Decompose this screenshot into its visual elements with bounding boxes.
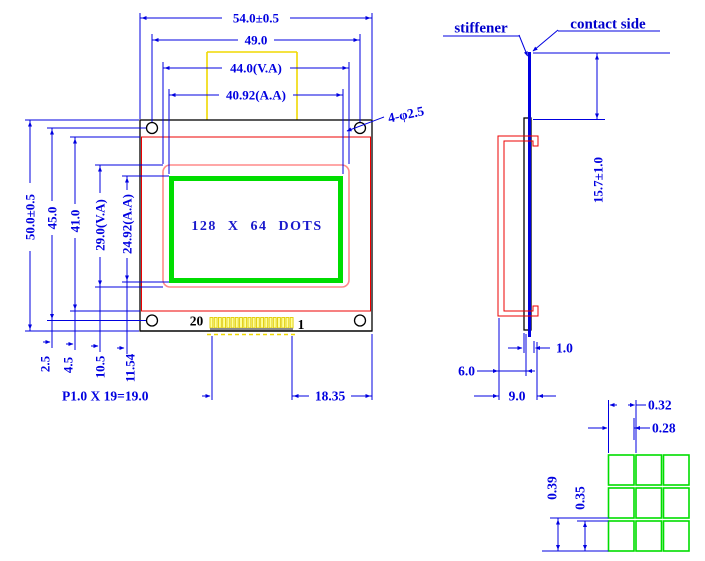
dim-hole-callout: 4-φ2.5: [386, 103, 425, 125]
stiffener-label: stiffener: [454, 20, 508, 36]
front-view-dimensions: 54.0±0.5 49.0 44.0(V.A) 40.92(A.A) 50.0±…: [23, 11, 426, 404]
dim-tail-length: 15.7±1.0: [591, 157, 606, 203]
connector-edge: [210, 328, 293, 332]
dim-depth-total: 9.0: [509, 389, 526, 404]
dim-dot-pitch-v: 0.39: [545, 476, 560, 500]
viewing-area: [162, 164, 350, 288]
dim-pin-margin: 18.35: [315, 389, 346, 404]
dot-pitch-detail: 0.32 0.28 0.39 0.35: [542, 398, 690, 552]
dim-width-total: 54.0±0.5: [233, 11, 280, 26]
contact-side-label: contact side: [570, 16, 646, 32]
dim-hole-spacing-v: 45.0: [45, 207, 60, 230]
mounting-hole-top-left: [145, 121, 159, 135]
dim-dot-pitch-h: 0.32: [648, 398, 672, 413]
pin-20-label: 20: [190, 314, 204, 329]
dim-aa-height: 24.92(A.A): [120, 194, 135, 254]
mounting-hole-bottom-right: [353, 314, 367, 327]
dim-pin-pitch: P1.0 X 19=19.0: [62, 389, 149, 404]
dim-height-total: 50.0±0.5: [23, 193, 38, 240]
glass-outline: [141, 136, 371, 312]
dim-aa-width: 40.92(A.A): [226, 88, 286, 103]
mounting-hole-bottom-left: [145, 314, 159, 327]
dim-hole-spacing-h: 49.0: [245, 33, 268, 48]
dim-thickness: 1.0: [556, 341, 573, 356]
dim-depth-front: 6.0: [458, 364, 475, 379]
side-view: stiffener contact side 15.7±1.0 1.0 6.0 …: [443, 16, 670, 404]
dim-glass-height: 41.0: [68, 210, 83, 233]
display-resolution-text: 128 X 64 DOTS: [191, 219, 322, 234]
dim-offset-va: 10.5: [93, 355, 108, 378]
dim-va-height: 29.0(V.A): [93, 199, 108, 251]
dim-dot-width: 0.28: [652, 421, 676, 436]
dot-grid: [607, 454, 690, 552]
dim-va-width: 44.0(V.A): [230, 61, 282, 76]
dim-offset-aa: 11.54: [123, 353, 138, 382]
dimension-arrows: [28, 16, 385, 398]
active-area: [169, 176, 343, 283]
dim-dot-height: 0.35: [573, 486, 588, 510]
side-bezel: [497, 135, 539, 317]
dim-offset-glass: 4.5: [61, 356, 76, 373]
front-view: 128 X 64 DOTS 20 1: [139, 51, 373, 336]
dim-offset-hole: 2.5: [38, 355, 53, 372]
pin-1-label: 1: [298, 317, 305, 332]
